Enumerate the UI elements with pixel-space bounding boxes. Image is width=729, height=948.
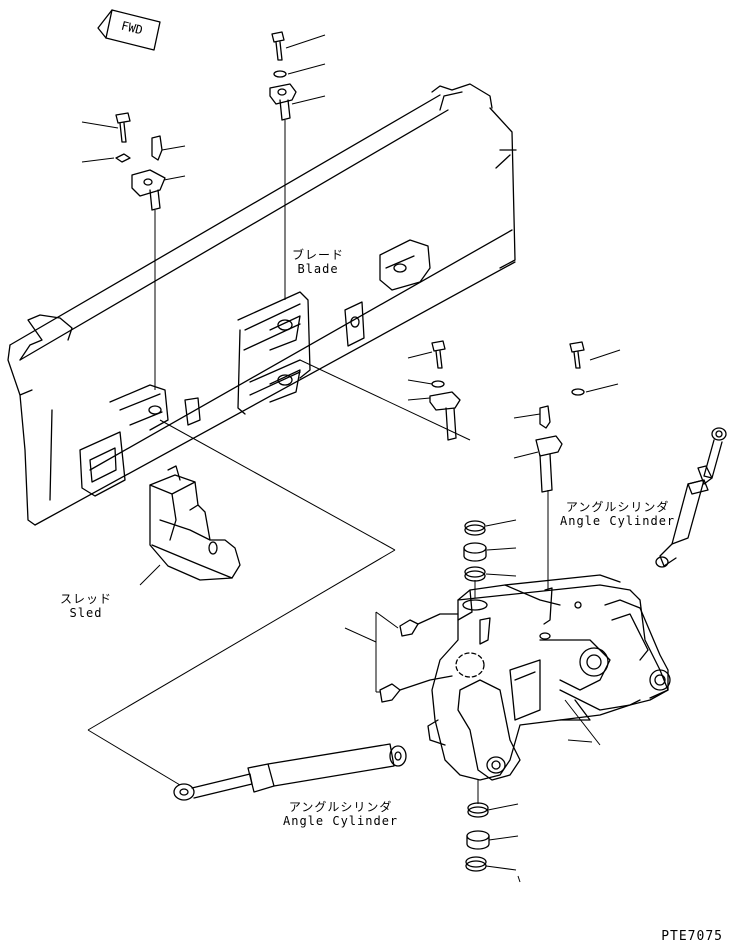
blade-label-ja: ブレード	[292, 248, 345, 262]
bushing-stack-upper	[463, 519, 517, 582]
angle-cylinder-right-label-ja: アングルシリンダ	[565, 500, 670, 514]
sled-label-en: Sled	[69, 606, 103, 620]
left-pin-stack	[81, 112, 186, 390]
top-pin-stack	[269, 31, 326, 300]
sled-label-ja: スレッド	[60, 592, 113, 606]
angle-cylinder-bottom	[173, 743, 407, 801]
angle-cylinder-right-label: アングルシリンダ Angle Cylinder	[560, 500, 675, 528]
angle-cylinder-bottom-label: アングルシリンダ Angle Cylinder	[283, 800, 398, 828]
blade-bracket-middle	[237, 291, 311, 415]
connection-lines	[87, 359, 471, 786]
middle-right-pin-stack	[407, 340, 461, 441]
blade-side-bracket	[379, 239, 431, 291]
pivot-frame	[427, 574, 671, 781]
fwd-arrow-icon	[97, 9, 161, 51]
bushing-stack-lower	[465, 580, 521, 883]
angle-cylinder-bottom-label-ja: アングルシリンダ	[288, 800, 393, 814]
sled-label: スレッド Sled	[60, 592, 112, 620]
blade-bracket-left	[79, 384, 201, 497]
blade-label: ブレード Blade	[292, 248, 344, 276]
drawing-code: PTE7075	[661, 929, 723, 944]
grease-fittings	[344, 611, 459, 703]
blade-body	[7, 83, 517, 526]
misc-leaders	[567, 739, 593, 743]
angle-cylinder-right-label-en: Angle Cylinder	[560, 514, 676, 528]
sled-part	[149, 465, 241, 581]
blade-small-bracket	[344, 301, 365, 347]
angle-cylinder-right	[655, 427, 727, 568]
angle-cylinder-bottom-label-en: Angle Cylinder	[283, 814, 399, 828]
blade-label-en: Blade	[297, 262, 339, 276]
